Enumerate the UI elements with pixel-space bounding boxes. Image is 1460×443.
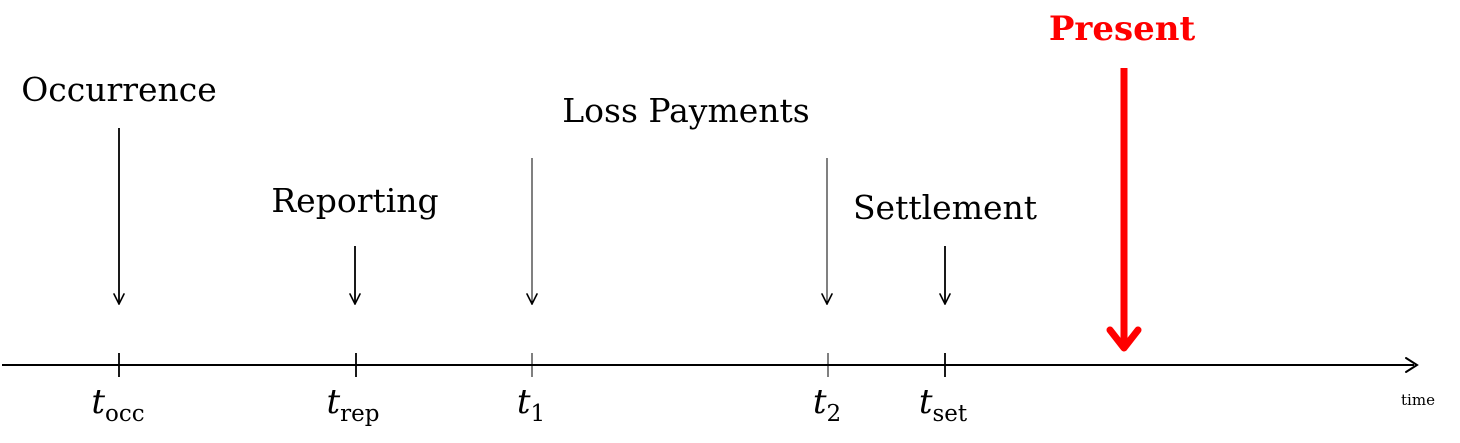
event-labels: Occurrence Reporting Loss Payments Settl… bbox=[21, 70, 1037, 227]
present-label: Present bbox=[1049, 9, 1196, 49]
tick-label-set: tset bbox=[919, 382, 968, 427]
time-axis-arrowhead-icon bbox=[1405, 357, 1419, 373]
tick-labels: tocc trep t1 t2 tset bbox=[91, 382, 968, 427]
tick-label-t2: t2 bbox=[813, 382, 841, 427]
tick-label-t1: t1 bbox=[517, 382, 545, 427]
time-axis: time bbox=[2, 357, 1435, 409]
settlement-label: Settlement bbox=[853, 188, 1037, 227]
occurrence-label: Occurrence bbox=[21, 70, 217, 109]
event-arrows bbox=[119, 128, 945, 304]
axis-ticks bbox=[118, 353, 946, 377]
reporting-label: Reporting bbox=[271, 181, 438, 220]
tick-label-occ: tocc bbox=[91, 382, 144, 427]
present-arrowhead-icon bbox=[1106, 326, 1142, 352]
time-axis-label: time bbox=[1401, 391, 1435, 409]
present-marker: Present bbox=[1049, 9, 1196, 352]
tick-label-rep: trep bbox=[326, 382, 379, 427]
loss-payments-label: Loss Payments bbox=[562, 91, 809, 130]
